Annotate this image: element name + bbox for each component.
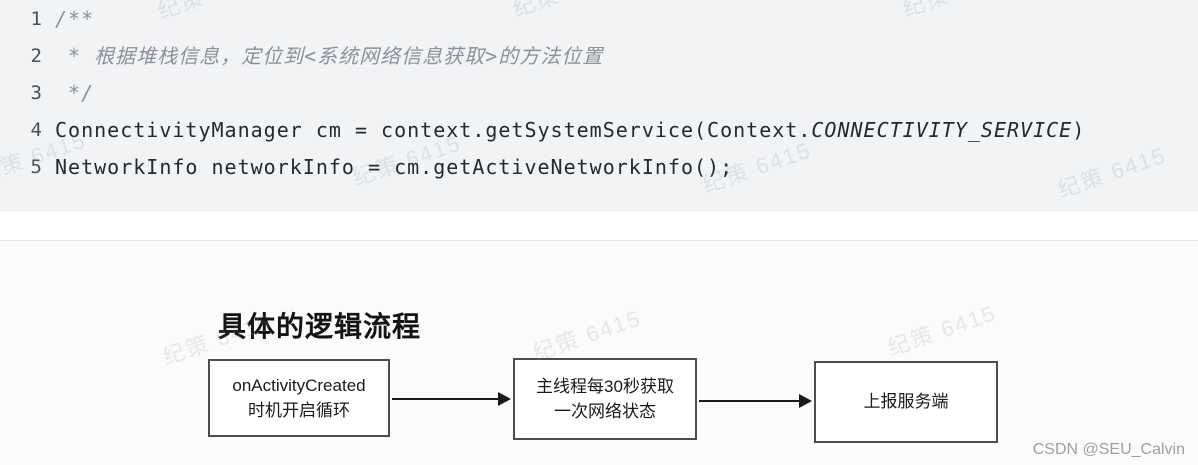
flow-step-label-line1: onActivityCreated [232,375,366,395]
flow-step-label-line2: 一次网络状态 [554,402,656,421]
code-block: 1 /** 2 * 根据堆栈信息，定位到<系统网络信息获取>的方法位置 3 */… [0,0,1198,212]
code-comment: /** [55,7,95,31]
arrow-connector [699,400,801,402]
code-comment: * 根据堆栈信息，定位到<系统网络信息获取>的方法位置 [55,44,604,68]
code-segment: ) [1072,118,1086,142]
flow-step-oncreate: onActivityCreated 时机开启循环 [208,359,390,437]
flow-step-poll-network: 主线程每30秒获取 一次网络状态 [513,358,697,440]
line-number: 3 [30,82,42,104]
flow-step-report-server: 上报服务端 [814,361,998,443]
flowchart-title: 具体的逻辑流程 [218,311,422,342]
code-constant: CONNECTIVITY_SERVICE [811,118,1073,142]
code-line-1: 1 /** [0,1,1198,38]
flow-step-label-line1: 主线程每30秒获取 [536,376,674,396]
arrow-right-icon [799,394,812,408]
arrow-connector [392,398,500,400]
line-number: 5 [30,156,42,178]
csdn-author-credit: CSDN @SEU_Calvin [1032,441,1185,458]
flowchart-section: 具体的逻辑流程 onActivityCreated 时机开启循环 主线程每30秒… [0,240,1198,465]
code-statement: ConnectivityManager cm = context.getSyst… [55,112,1085,149]
code-segment: ConnectivityManager cm = context.getSyst… [55,118,812,142]
arrow-right-icon [498,392,511,406]
line-number: 2 [30,45,42,67]
line-number: 4 [30,119,42,141]
flow-step-label-line2: 时机开启循环 [248,401,350,420]
code-line-5: 5 NetworkInfo networkInfo = cm.getActive… [0,149,1198,186]
code-statement: NetworkInfo networkInfo = cm.getActiveNe… [55,155,734,179]
code-comment: */ [55,81,95,105]
code-line-4: 4 ConnectivityManager cm = context.getSy… [0,112,1198,149]
flow-step-label-line1: 上报服务端 [863,392,949,412]
line-number: 1 [30,8,42,30]
code-line-2: 2 * 根据堆栈信息，定位到<系统网络信息获取>的方法位置 [0,38,1198,75]
code-line-3: 3 */ [0,75,1198,112]
